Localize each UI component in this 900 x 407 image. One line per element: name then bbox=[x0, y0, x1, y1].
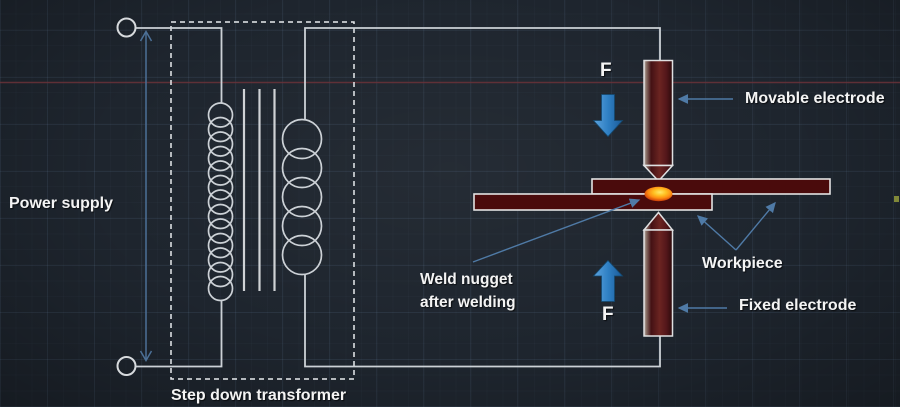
terminal-top bbox=[116, 17, 137, 38]
circuit-wires bbox=[135, 27, 661, 368]
force-arrow-up-icon bbox=[592, 259, 624, 302]
artifact-speck bbox=[894, 196, 899, 202]
transformer-core bbox=[242, 89, 276, 291]
secondary-coil bbox=[281, 118, 323, 276]
annotation-arrows bbox=[472, 94, 776, 313]
power-supply-label: Power supply bbox=[9, 195, 114, 212]
weld-nugget-label-line2: after welding bbox=[420, 294, 516, 311]
workpiece-upper-plate bbox=[591, 178, 831, 195]
fixed-electrode bbox=[642, 211, 675, 337]
transformer-boundary-dashed-box bbox=[170, 21, 355, 380]
workpiece-pointer-arrow-right bbox=[735, 201, 776, 251]
movable-electrode-label: Movable electrode bbox=[745, 90, 885, 107]
terminal-bottom bbox=[116, 356, 137, 376]
workpiece-label: Workpiece bbox=[702, 255, 783, 272]
weld-nugget-label: Weld nugget after welding bbox=[420, 268, 540, 314]
primary-coil bbox=[207, 102, 234, 302]
weld-nugget-label-line1: Weld nugget bbox=[420, 271, 513, 288]
force-label-top: F bbox=[600, 60, 612, 81]
force-arrow-down-icon bbox=[592, 94, 624, 138]
wire-top-left bbox=[135, 27, 223, 103]
step-down-transformer-label: Step down transformer bbox=[171, 387, 347, 404]
wire-top-right bbox=[304, 27, 661, 119]
movable-electrode bbox=[642, 59, 675, 183]
weld-nugget bbox=[644, 186, 673, 202]
workpiece-lower-plate bbox=[473, 193, 713, 211]
wire-bottom-left bbox=[135, 300, 223, 368]
force-label-bottom: F bbox=[602, 304, 614, 325]
weld-nugget-pointer-arrow bbox=[472, 198, 641, 263]
power-supply-span-arrow bbox=[139, 30, 153, 362]
workpiece-pointer-arrow-left bbox=[696, 215, 737, 251]
wire-bottom-right bbox=[304, 275, 661, 368]
fixed-electrode-label: Fixed electrode bbox=[739, 297, 857, 314]
